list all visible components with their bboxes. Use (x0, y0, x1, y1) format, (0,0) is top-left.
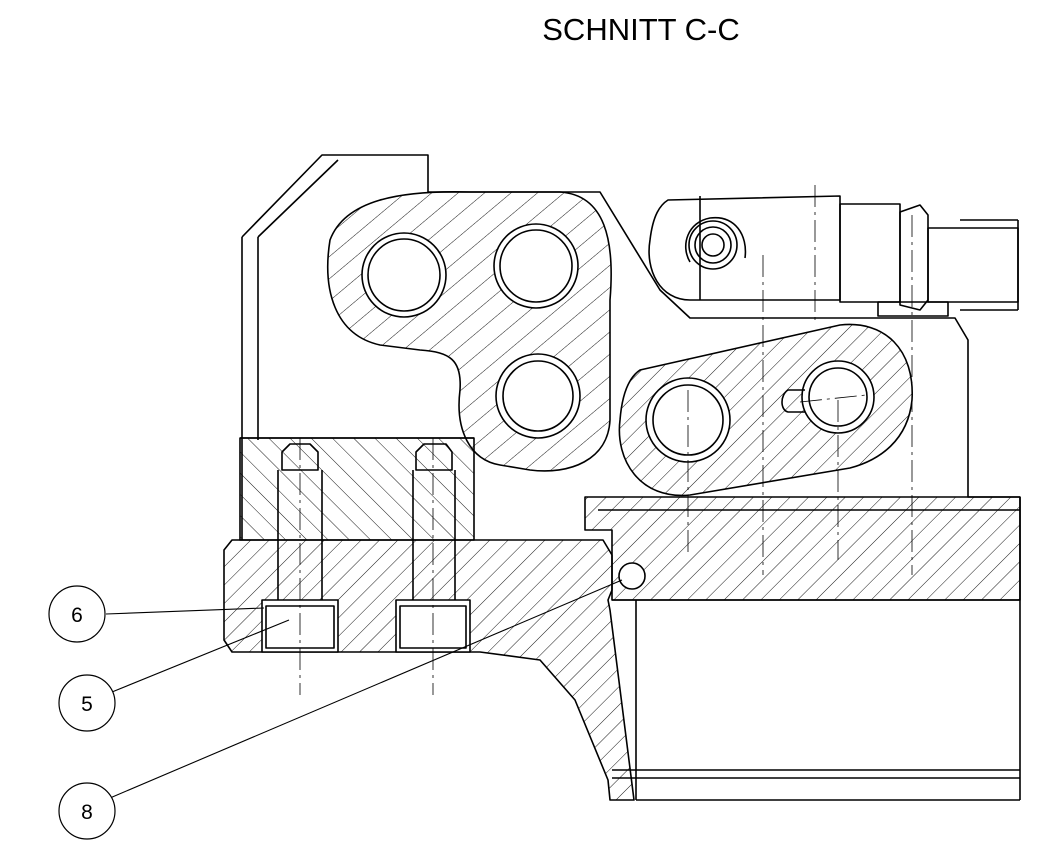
mounting-block (239, 437, 475, 541)
guide-rail (584, 496, 1021, 601)
clevis-head (648, 195, 841, 301)
balloon-8-label: 8 (81, 801, 93, 824)
clevis-pin (688, 220, 738, 270)
balloon-5: 5 (58, 674, 116, 732)
balloon-6-label: 6 (71, 604, 83, 627)
leader-6 (105, 607, 265, 615)
hex-nut (899, 204, 929, 311)
balloon-6: 6 (48, 585, 106, 643)
cylinder-end (927, 227, 1019, 303)
balloon-8: 8 (58, 782, 116, 840)
leader-5 (111, 619, 290, 693)
small-pin (618, 562, 646, 590)
leader-8 (109, 579, 623, 799)
cylinder-rod (839, 203, 901, 303)
housing-outline (241, 154, 1020, 498)
balloon-5-label: 5 (81, 693, 93, 716)
main-lever (327, 190, 612, 472)
section-title: SCHNITT C-C (542, 12, 740, 47)
base-plate (223, 539, 635, 801)
